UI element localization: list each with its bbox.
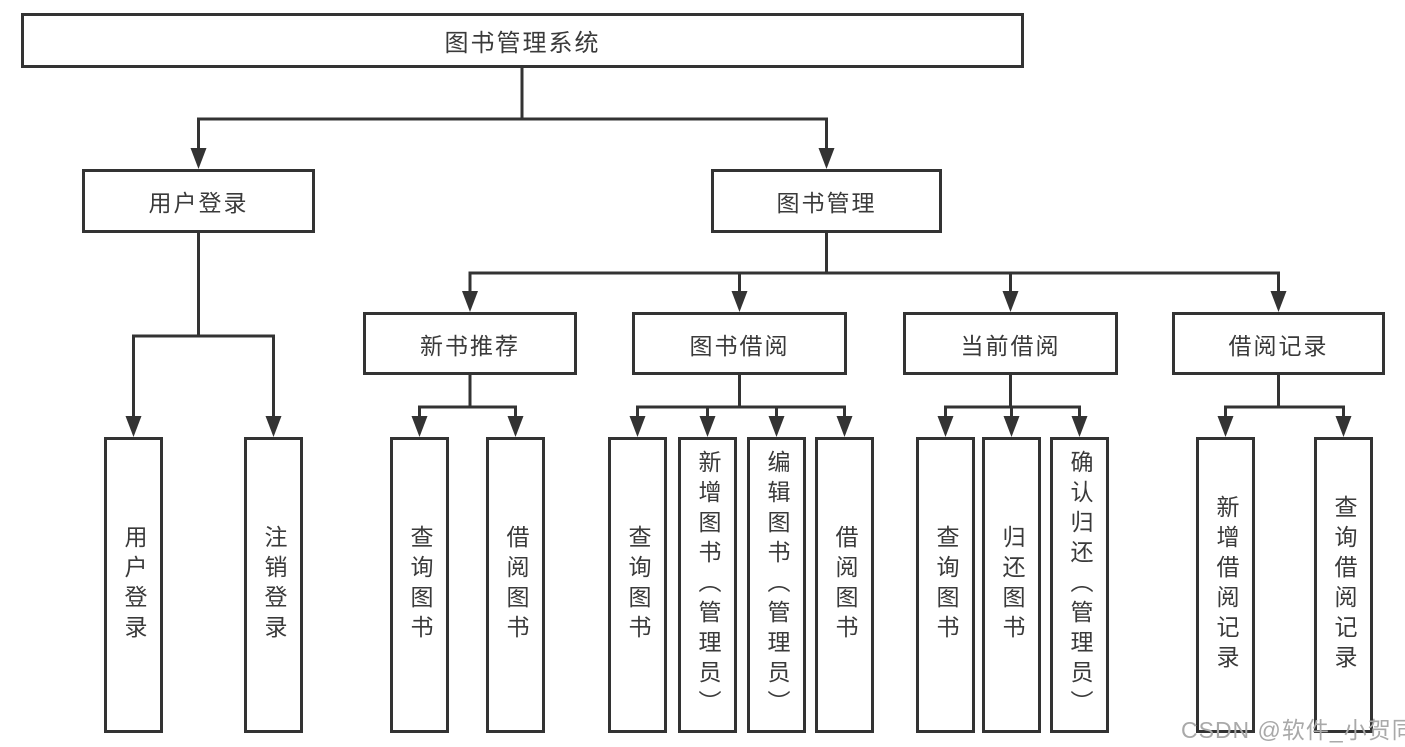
leaf-user-login: 用户登录: [104, 437, 163, 733]
node-label: 图书管理: [776, 190, 877, 216]
leaf-edit-books-admin: 编辑图书（管理员）: [747, 437, 806, 733]
leaf-logout: 注销登录: [244, 437, 303, 733]
arrowhead-down-icon: [1003, 416, 1020, 437]
leaf-label: 查询借阅记录: [1331, 495, 1357, 675]
leaf-borrow-books-recommend: 借阅图书: [486, 437, 545, 733]
node-borrowing-records: 借阅记录: [1172, 312, 1385, 375]
arrowhead-down-icon: [1270, 291, 1287, 312]
leaf-label: 归还图书: [999, 525, 1025, 645]
arrowhead-down-icon: [507, 416, 524, 437]
node-library-management-system: 图书管理系统: [21, 13, 1024, 68]
leaf-label: 新增图书（管理员）: [695, 450, 721, 720]
arrowhead-down-icon: [190, 148, 207, 169]
leaf-label: 注销登录: [261, 525, 287, 645]
node-book-management: 图书管理: [711, 169, 942, 233]
leaf-label: 编辑图书（管理员）: [764, 450, 790, 720]
arrowhead-down-icon: [411, 416, 428, 437]
arrowhead-down-icon: [462, 291, 478, 312]
arrowhead-down-icon: [1071, 416, 1088, 437]
arrowhead-down-icon: [699, 416, 716, 437]
arrowhead-down-icon: [1217, 416, 1234, 437]
node-new-book-recommend: 新书推荐: [363, 312, 577, 375]
node-label: 当前借阅: [960, 332, 1061, 359]
leaf-return-books: 归还图书: [982, 437, 1041, 733]
arrowhead-down-icon: [265, 416, 282, 437]
node-user-login: 用户登录: [82, 169, 315, 233]
leaf-add-books-admin: 新增图书（管理员）: [678, 437, 737, 733]
leaf-query-books-borrowing: 查询图书: [608, 437, 667, 733]
arrowhead-down-icon: [1335, 416, 1352, 437]
leaf-query-borrow-record: 查询借阅记录: [1314, 437, 1373, 733]
node-current-borrowing: 当前借阅: [903, 312, 1118, 375]
leaf-label: 用户登录: [121, 525, 147, 645]
node-label: 图书借阅: [689, 332, 790, 359]
leaf-add-borrow-record: 新增借阅记录: [1196, 437, 1255, 733]
leaf-query-books-recommend: 查询图书: [390, 437, 449, 733]
csdn-watermark: CSDN @软件_小贺同学: [1181, 717, 1405, 743]
leaf-label: 查询图书: [933, 525, 959, 645]
node-label: 借阅记录: [1228, 332, 1329, 359]
arrowhead-down-icon: [937, 416, 954, 437]
node-label: 图书管理系统: [444, 30, 601, 57]
leaf-confirm-return-admin: 确认归还（管理员）: [1050, 437, 1109, 733]
arrowhead-down-icon: [629, 416, 646, 437]
leaf-label: 新增借阅记录: [1213, 495, 1239, 675]
leaf-label: 借阅图书: [832, 525, 858, 645]
arrowhead-down-icon: [818, 148, 835, 169]
arrowhead-down-icon: [731, 291, 748, 312]
leaf-label: 确认归还（管理员）: [1067, 450, 1093, 720]
arrowhead-down-icon: [1002, 291, 1019, 312]
node-label: 新书推荐: [420, 332, 520, 359]
node-book-borrowing: 图书借阅: [632, 312, 847, 375]
leaf-label: 查询图书: [625, 525, 651, 645]
arrowhead-down-icon: [836, 416, 853, 437]
leaf-label: 查询图书: [407, 525, 433, 645]
arrowhead-down-icon: [125, 416, 142, 437]
node-label: 用户登录: [148, 190, 249, 216]
leaf-borrow-books: 借阅图书: [815, 437, 874, 733]
leaf-label: 借阅图书: [503, 525, 529, 645]
leaf-query-books-current: 查询图书: [916, 437, 975, 733]
arrowhead-down-icon: [768, 416, 785, 437]
